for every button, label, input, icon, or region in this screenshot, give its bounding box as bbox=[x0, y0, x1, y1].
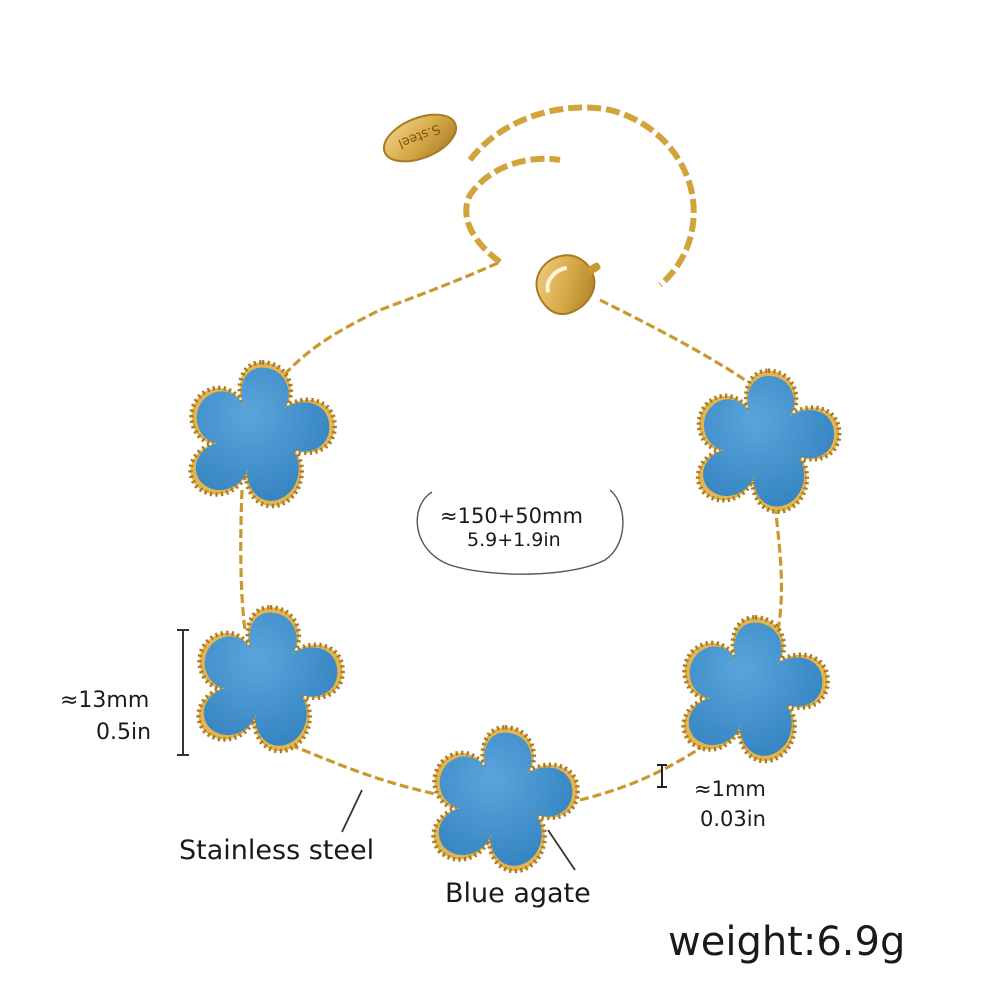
lobster-clasp-icon bbox=[535, 254, 601, 316]
charm-size-in-label: 0.5in bbox=[96, 720, 152, 745]
chain-thickness-in-label: 0.03in bbox=[700, 807, 766, 831]
thickness-marker bbox=[657, 764, 667, 788]
flower-charm bbox=[434, 727, 578, 871]
chain-segment bbox=[289, 743, 441, 797]
chain-segment bbox=[266, 260, 501, 396]
oval-tag-icon: S.steel bbox=[382, 113, 458, 163]
chain bbox=[239, 104, 784, 802]
pointer-lines bbox=[341, 789, 576, 871]
chain-segment bbox=[773, 504, 784, 631]
stone-label: Blue agate bbox=[445, 878, 591, 909]
stone-pointer bbox=[547, 829, 576, 871]
chain-thickness-mm-label: ≈1mm bbox=[694, 777, 766, 801]
flower-charm bbox=[698, 371, 839, 512]
length-bracket bbox=[416, 489, 624, 575]
charm-size-mm-label: ≈13mm bbox=[60, 688, 150, 713]
flower-charm bbox=[191, 362, 335, 506]
flower-charm bbox=[684, 617, 828, 761]
chain-segment bbox=[579, 743, 706, 802]
chain-segment bbox=[599, 298, 746, 382]
extender-chain bbox=[463, 104, 697, 288]
material-pointer bbox=[341, 789, 363, 833]
size-bracket bbox=[177, 629, 189, 756]
length-in-label: 5.9+1.9in bbox=[467, 529, 561, 551]
length-mm-label: ≈150+50mm bbox=[440, 504, 583, 528]
material-label: Stainless steel bbox=[179, 835, 375, 866]
weight-label: weight:6.9g bbox=[668, 919, 906, 965]
chain-segment bbox=[239, 489, 247, 631]
flower-charm bbox=[199, 607, 343, 751]
